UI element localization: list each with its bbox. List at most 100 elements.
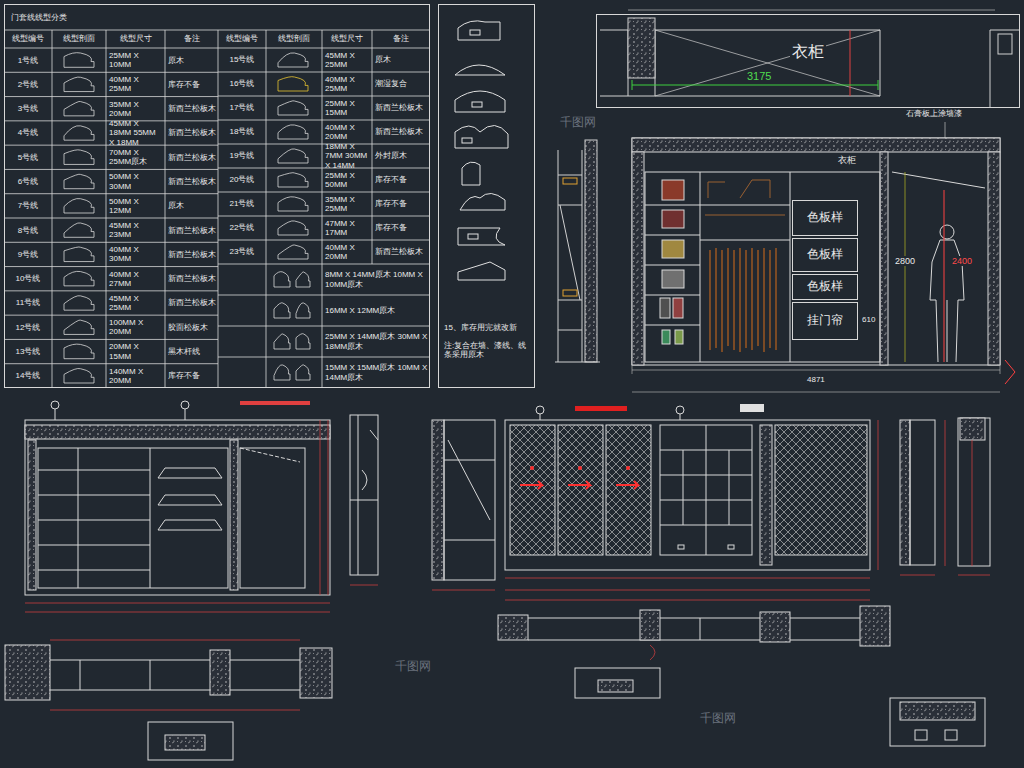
table-cell: 17号线	[218, 103, 266, 112]
table-cell: 14号线	[4, 371, 52, 380]
profile-sketch	[64, 53, 94, 68]
table-cell: 25MM X 15MM	[325, 99, 370, 117]
node-text: 色板样	[807, 248, 843, 262]
elevation-right	[760, 425, 772, 565]
profile-sketch	[64, 101, 94, 115]
elevation-right	[900, 420, 910, 565]
table-cell: 20号线	[218, 175, 266, 184]
plan-sections	[50, 640, 300, 710]
wardrobe-elevation	[673, 298, 683, 318]
profile-sketch	[64, 344, 94, 359]
table-cell: 40MM X 25MM	[109, 75, 163, 93]
profile-sketch	[64, 320, 94, 334]
elevation-right	[775, 425, 867, 555]
plan-sections	[900, 702, 975, 720]
table-rule	[4, 72, 218, 73]
material-note: 石膏板上涂墙漆	[906, 109, 962, 118]
table-cell: 21号线	[218, 199, 266, 208]
plan-sections	[890, 698, 985, 746]
node-text: 色板样	[807, 211, 843, 225]
table-cell: 10号线	[4, 274, 52, 283]
profile-sketch	[462, 162, 480, 185]
plan-sections	[598, 680, 633, 692]
table-cell: 1号线	[4, 56, 52, 65]
profile-sketch	[64, 77, 94, 92]
wardrobe-elevation	[632, 138, 1000, 152]
elevation-left	[185, 409, 186, 420]
elevation-left	[25, 425, 330, 439]
table-cell: 45MM X 18MM 55MM X 18MM	[109, 119, 163, 147]
wardrobe-elevation	[675, 330, 683, 344]
dimension: 610	[862, 315, 875, 324]
table-cell: 15MM X 15MM原木 10MM X 14MM原木	[325, 363, 428, 381]
elevation-right	[578, 466, 582, 470]
table-header: 线型剖面	[52, 34, 106, 43]
plan-sections	[945, 730, 957, 740]
table-cell: 新西兰松板木	[168, 177, 216, 186]
table-rule	[218, 192, 430, 193]
table-cell: 8号线	[4, 226, 52, 235]
profile-sketch	[458, 228, 505, 245]
plan-sections	[210, 650, 230, 695]
profile-sketch	[64, 126, 94, 140]
wardrobe-elevation	[632, 152, 644, 365]
node-text: 门套线线型分类	[11, 13, 67, 22]
wardrobe-elevation	[632, 138, 1000, 365]
elevation-right	[626, 466, 630, 470]
wardrobe-elevation	[662, 240, 684, 258]
wardrobe-elevation	[905, 172, 906, 362]
dimension: 2800	[893, 256, 917, 266]
table-cell: 50MM X 12MM	[109, 197, 163, 215]
table-cell: 19号线	[218, 151, 266, 160]
table-rule	[4, 96, 218, 97]
label-box: 色板样	[792, 274, 858, 300]
table-header: 备注	[372, 34, 430, 43]
table-cell: 13号线	[4, 347, 52, 356]
elevation-right	[505, 404, 990, 590]
profile-sketch	[278, 53, 308, 67]
elevation-left	[38, 448, 228, 588]
profile-sketch	[462, 138, 472, 143]
dimension: 3175	[745, 70, 773, 83]
table-cell: 8MM X 14MM原木 10MM X 10MM原木	[325, 270, 428, 288]
elevation-right	[606, 425, 651, 555]
profile-sketch	[472, 102, 482, 107]
side-section	[563, 290, 577, 296]
elevation-right	[740, 404, 764, 412]
wardrobe-elevation	[710, 248, 776, 352]
table-header: 线型编号	[4, 34, 52, 43]
table-cell: 新西兰松板木	[168, 298, 216, 307]
label-box: 15、库存用完就改新注:复合在墙、漆线、线条采用原木	[438, 4, 535, 388]
profile-sketch	[278, 245, 308, 259]
elevation-left	[350, 415, 378, 575]
table-header: 线型编号	[218, 34, 266, 43]
plan-sections	[498, 615, 528, 640]
table-cell: 9号线	[4, 250, 52, 259]
table-cell: 原木	[375, 55, 428, 64]
table-cell: 12号线	[4, 323, 52, 332]
elevation-left	[25, 420, 330, 595]
profile-sketch	[455, 91, 505, 112]
profile-sketch	[455, 65, 505, 75]
table-cell: 18号线	[218, 127, 266, 136]
table-rule	[218, 30, 219, 388]
table-cell: 16MM X 12MM原木	[325, 306, 428, 315]
table-cell: 40MM X 27MM	[109, 270, 163, 288]
table-rule	[218, 144, 430, 145]
table-cell: 新西兰松板木	[168, 274, 216, 283]
node-text: 挂门帘	[807, 314, 843, 328]
table-cell: 22号线	[218, 223, 266, 232]
table-rule	[218, 120, 430, 121]
table-header: 线型剖面	[266, 34, 322, 43]
elevation-right	[505, 420, 870, 570]
wardrobe-elevation	[705, 180, 785, 215]
table-rule	[218, 96, 430, 97]
label-box: 色板样	[792, 200, 858, 236]
profile-sketch	[278, 149, 308, 163]
table-cell: 40MM X 30MM	[109, 245, 163, 263]
node-text: 15、库存用完就改新	[444, 323, 517, 332]
table-cell: 100MM X 20MM	[109, 318, 163, 336]
profile-sketch	[64, 296, 94, 310]
elevation-left	[432, 420, 444, 580]
